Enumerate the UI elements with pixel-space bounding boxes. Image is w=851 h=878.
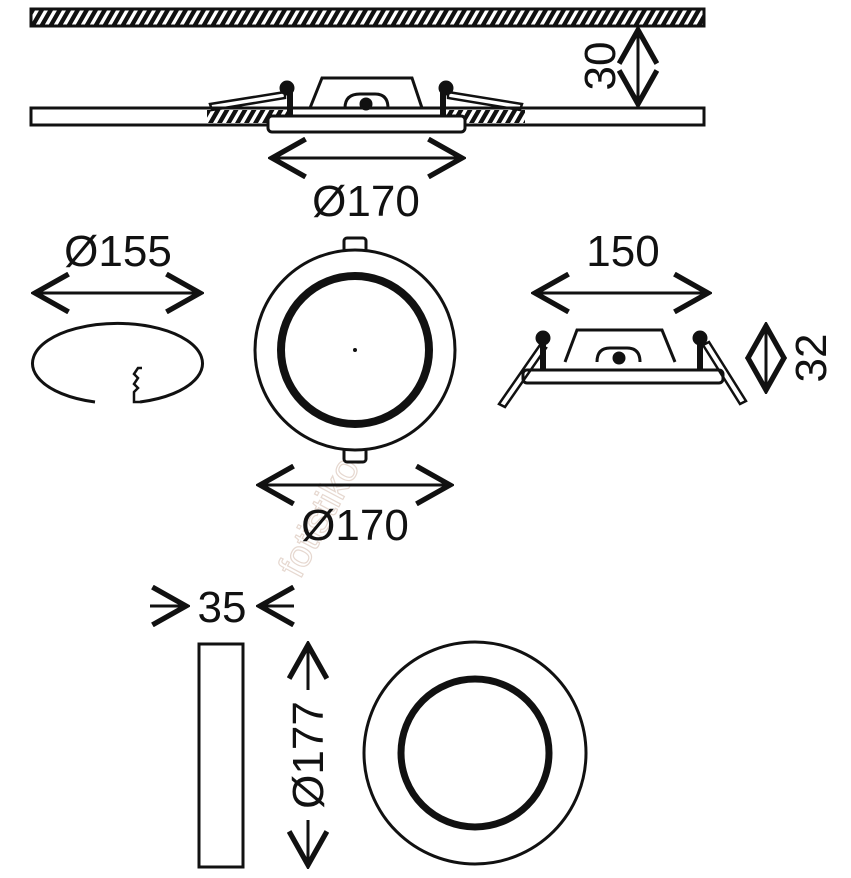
dimension-label-170-top: Ø170 [312,177,420,226]
side-view [497,293,766,409]
surface-inner-lens [397,675,553,831]
driver-box [308,76,424,109]
installed-section-view [29,7,706,158]
dimension-label-32: 32 [787,334,836,383]
inner-lens [277,272,433,428]
fixture-rim [266,114,467,134]
dimension-label-150: 150 [586,227,659,276]
dimension-label-177: Ø177 [284,701,333,809]
cutout-outline [31,321,204,404]
dimension-label-155: Ø155 [64,227,172,276]
surface-mount-view [150,606,588,869]
front-view [253,236,457,485]
surface-side-profile [197,642,245,869]
dimension-label-30: 30 [576,42,625,91]
dimension-label-170-front: Ø170 [301,501,409,550]
cutout-view [31,293,204,404]
surface-outer-ring [362,640,588,866]
ceiling-slab [29,7,706,28]
dimension-label-35: 35 [198,583,247,632]
